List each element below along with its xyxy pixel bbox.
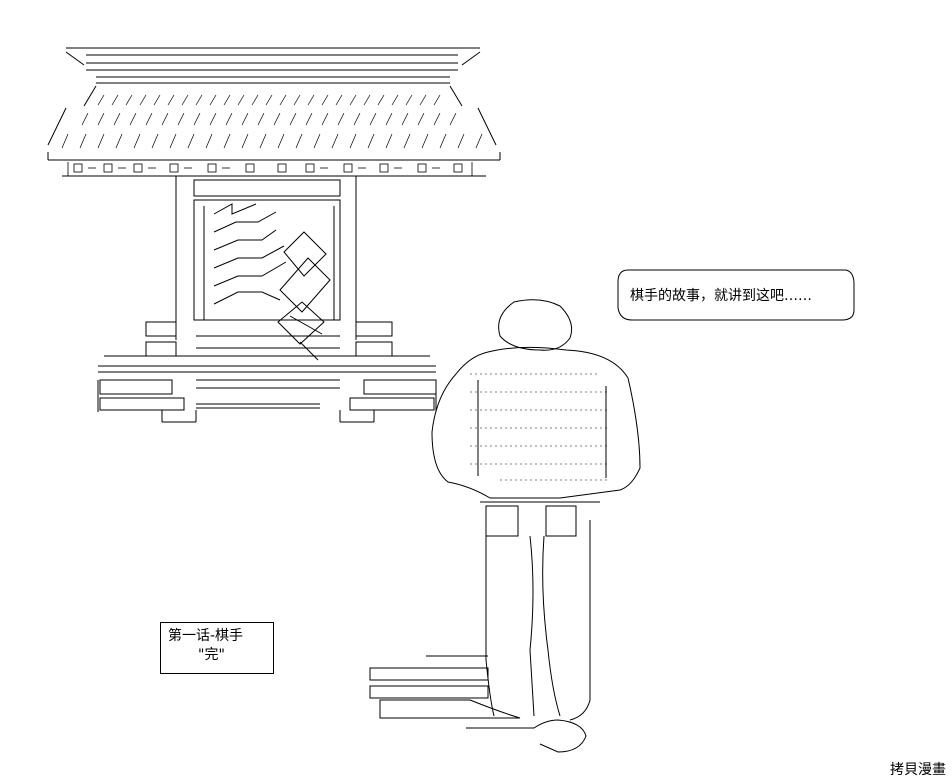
shrine-roof [47,47,501,177]
figure-legs [480,501,600,721]
figure-body [431,346,641,499]
figure-shoes [369,655,587,753]
watermark: 拷貝漫畫 [890,762,946,778]
speech-bubble-text: 棋手的故事，就讲到这吧…… [630,288,812,304]
chapter-end-label: "完" [198,647,225,663]
shrine-base [97,321,437,423]
figure-head [498,299,573,351]
roof-beam-pattern [67,162,473,176]
chapter-end-caption-box [160,622,274,674]
chapter-title: 第一话-棋手 [168,628,244,644]
roof-hatching [61,94,483,149]
shrine-body [175,176,357,361]
